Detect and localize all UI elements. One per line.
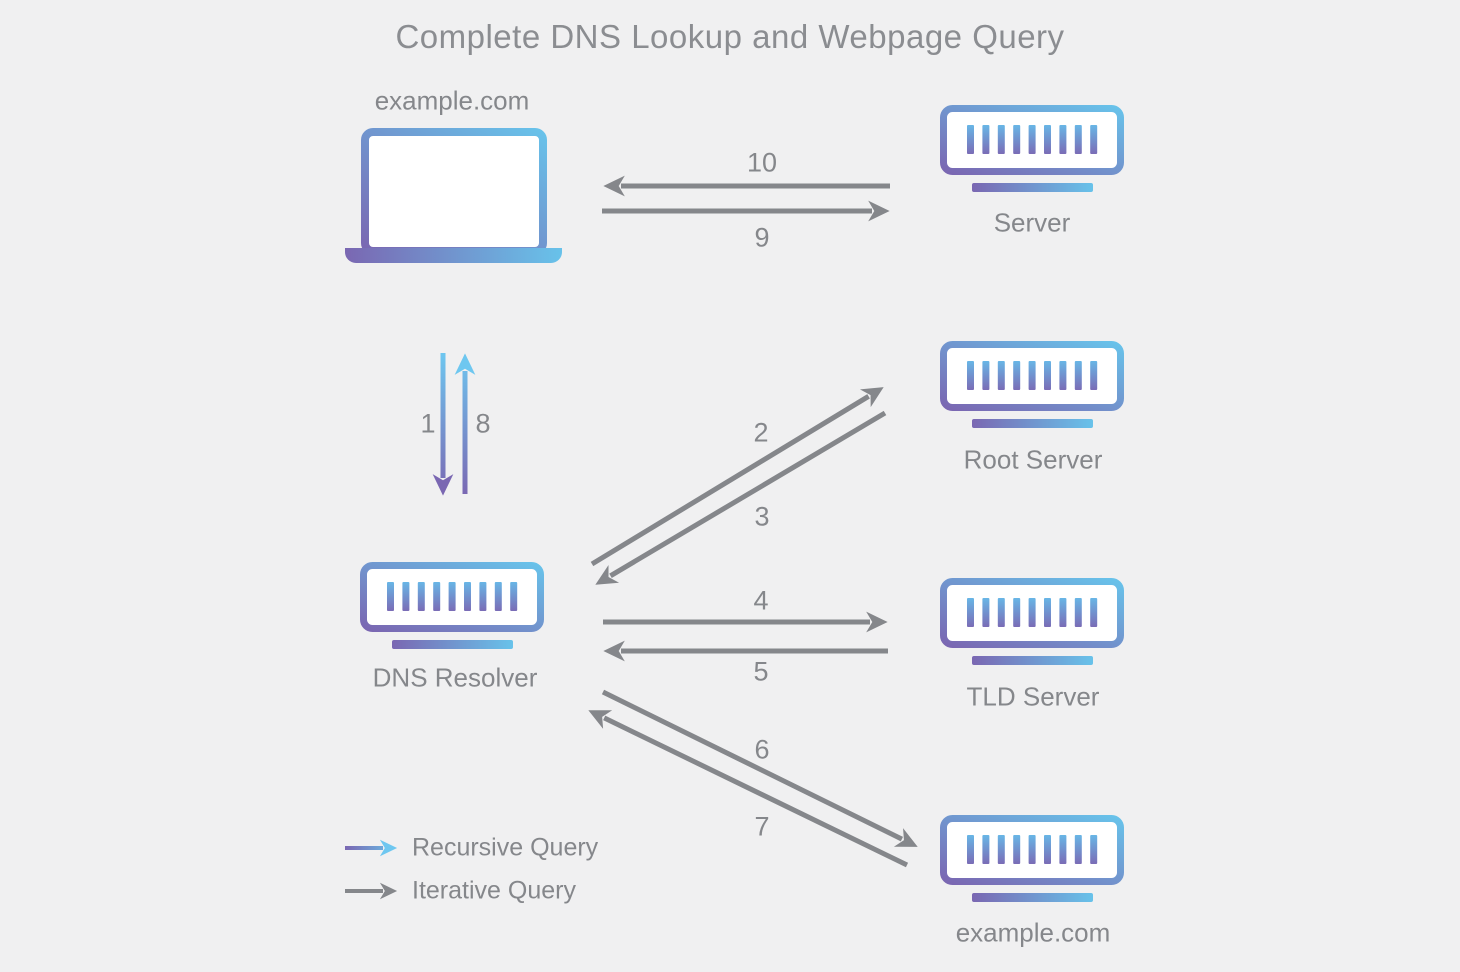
diagram-title: Complete DNS Lookup and Webpage Query bbox=[395, 18, 1065, 55]
laptop-icon bbox=[345, 128, 562, 263]
step-5-label: 5 bbox=[753, 656, 769, 687]
step-6-label: 6 bbox=[754, 734, 770, 765]
step-4-label: 4 bbox=[753, 585, 769, 616]
step-9-label: 9 bbox=[754, 222, 770, 253]
step-8-label: 8 bbox=[475, 408, 491, 439]
root-server-label: Root Server bbox=[963, 444, 1103, 475]
server-rack-icon bbox=[360, 562, 544, 649]
step-1-label: 1 bbox=[420, 408, 436, 439]
authoritative-server-label: example.com bbox=[955, 917, 1111, 948]
tld-server-label: TLD Server bbox=[966, 681, 1100, 712]
step-3-label: 3 bbox=[754, 501, 770, 532]
server-rack-icon bbox=[940, 105, 1124, 192]
legend-recursive-query-label: Recursive Query bbox=[412, 833, 599, 862]
server-rack-icon bbox=[940, 578, 1124, 665]
step-2-label: 2 bbox=[753, 417, 769, 448]
client-label: example.com bbox=[374, 85, 530, 116]
arrow-step-2 bbox=[590, 387, 884, 567]
dns-resolver-label: DNS Resolver bbox=[372, 662, 538, 693]
arrow-step-3 bbox=[595, 410, 887, 585]
arrow-step-6 bbox=[601, 689, 918, 847]
server-rack-icon bbox=[940, 341, 1124, 428]
server-rack-icon bbox=[940, 815, 1124, 902]
step-10-label: 10 bbox=[746, 147, 778, 178]
legend-iterative-query-label: Iterative Query bbox=[412, 876, 576, 905]
arrow-step-7 bbox=[588, 710, 909, 868]
web-server-label: Server bbox=[993, 207, 1071, 238]
step-7-label: 7 bbox=[754, 811, 770, 842]
